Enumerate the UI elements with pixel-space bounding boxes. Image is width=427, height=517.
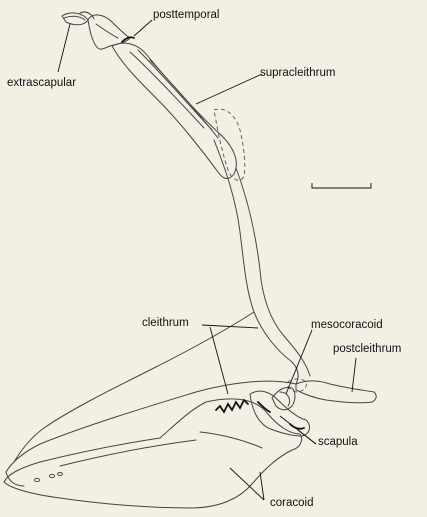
label-posttemporal: posttemporal [153, 9, 219, 21]
cleithrum-bone [6, 140, 310, 486]
mesocoracoid-bone [272, 387, 295, 409]
leader-extrascapular [58, 24, 70, 72]
label-cleithrum: cleithrum [142, 317, 189, 329]
scapula-bone [250, 391, 309, 436]
leader-postcleithrum [352, 358, 356, 392]
posttemporal-bone [88, 15, 134, 49]
label-postcleithrum: postcleithrum [333, 343, 401, 355]
scale-bar [312, 183, 371, 188]
label-extrascapular: extrascapular [7, 77, 76, 89]
leader-cleithrum-2 [210, 327, 228, 394]
leader-coracoid-2 [260, 472, 264, 500]
supracleithrum-bone [112, 43, 245, 180]
leader-supracleithrum [196, 74, 262, 104]
label-supracleithrum: supracleithrum [260, 67, 335, 79]
postcleithrum-bone [287, 379, 376, 403]
label-scapula: scapula [318, 436, 358, 448]
label-mesocoracoid: mesocoracoid [311, 319, 383, 331]
coracoid-bone [4, 399, 302, 508]
label-coracoid: coracoid [270, 497, 313, 509]
leader-mesocoracoid [286, 330, 312, 394]
leader-coracoid-1 [230, 468, 264, 500]
leader-posttemporal [134, 20, 152, 36]
